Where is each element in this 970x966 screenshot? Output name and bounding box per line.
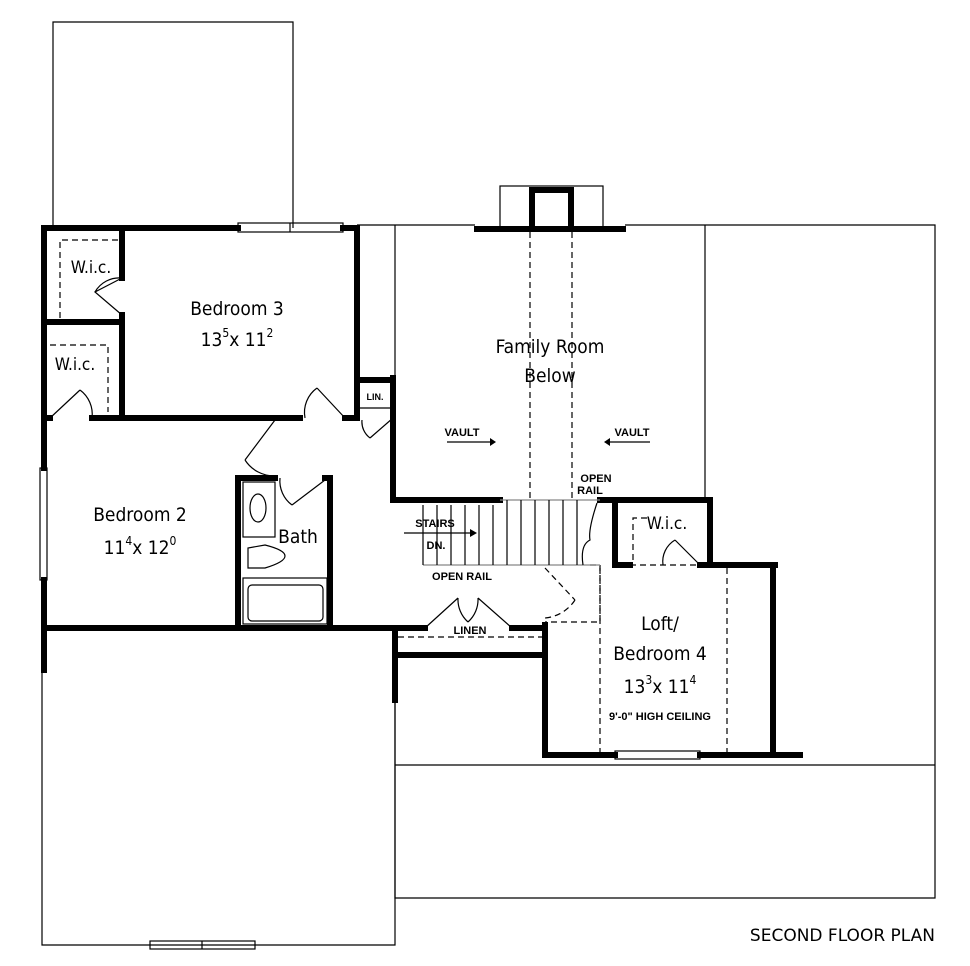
bedroom2-label: Bedroom 2 bbox=[93, 504, 187, 526]
toilet bbox=[247, 544, 286, 569]
wic-top-label: W.i.c. bbox=[71, 258, 111, 278]
wic-mid-label: W.i.c. bbox=[55, 355, 95, 375]
family-room-label: Family Room bbox=[496, 336, 605, 358]
family-room-below: Below bbox=[524, 365, 575, 387]
closet-shelves bbox=[50, 239, 728, 755]
bedroom3-size: 135x 112 bbox=[201, 326, 274, 351]
chimney bbox=[474, 185, 626, 500]
vault-left-label: VAULT bbox=[444, 427, 479, 439]
plan-title: SECOND FLOOR PLAN bbox=[750, 926, 935, 946]
bedroom2-size: 114x 120 bbox=[104, 534, 177, 559]
open-rail-bottom: OPEN RAIL bbox=[432, 571, 492, 583]
bath-fixtures bbox=[242, 481, 328, 625]
roof-outlines bbox=[41, 21, 936, 950]
loft-label-2: Bedroom 4 bbox=[613, 643, 707, 665]
loft-label-1: Loft/ bbox=[641, 613, 679, 635]
loft-ceiling-note: 9'-0" HIGH CEILING bbox=[609, 711, 711, 723]
open-rail-top-2: RAIL bbox=[577, 485, 603, 497]
doors bbox=[49, 277, 701, 629]
linen-label: LINEN bbox=[454, 625, 487, 637]
dn-label: DN. bbox=[427, 540, 446, 552]
loft-size: 133x 114 bbox=[624, 673, 697, 698]
stairs-label: STAIRS bbox=[415, 518, 455, 530]
stairs bbox=[422, 499, 600, 566]
walls bbox=[39, 222, 803, 760]
vault-right-label: VAULT bbox=[614, 427, 649, 439]
lin-label: LIN. bbox=[367, 392, 384, 402]
open-rail-top-1: OPEN bbox=[580, 473, 611, 485]
wic-right-label: W.i.c. bbox=[647, 514, 687, 534]
bath-label: Bath bbox=[278, 526, 318, 548]
bedroom3-label: Bedroom 3 bbox=[190, 298, 284, 320]
arrows bbox=[404, 438, 650, 537]
